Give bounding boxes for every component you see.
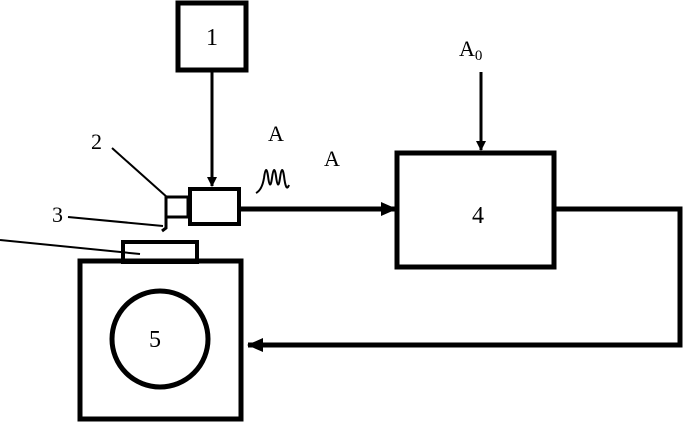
label-2: 2	[91, 129, 102, 154]
leader-2	[111, 147, 169, 199]
signal-waveform-label: A	[268, 121, 284, 146]
reference-subscript: 0	[475, 48, 483, 64]
reference-letter: A	[459, 36, 475, 61]
block-1	[175, 0, 249, 73]
label-3: 3	[52, 202, 63, 227]
block-1-label: 1	[206, 25, 218, 51]
block-4-label: 4	[472, 203, 484, 229]
sensor-tip-2	[164, 195, 190, 219]
leader-plate	[0, 239, 141, 255]
block-5-circle	[109, 288, 211, 390]
block-5	[77, 258, 244, 422]
block-5-label: 5	[149, 327, 161, 353]
feedback-line	[247, 206, 683, 352]
sensor-body	[188, 187, 241, 226]
block-4	[394, 150, 557, 270]
signal-arrow-label: A	[324, 146, 340, 171]
leader-3	[67, 216, 164, 227]
reference-label: A0	[459, 36, 482, 64]
signal-waveform	[255, 169, 290, 194]
element-3	[161, 218, 168, 233]
